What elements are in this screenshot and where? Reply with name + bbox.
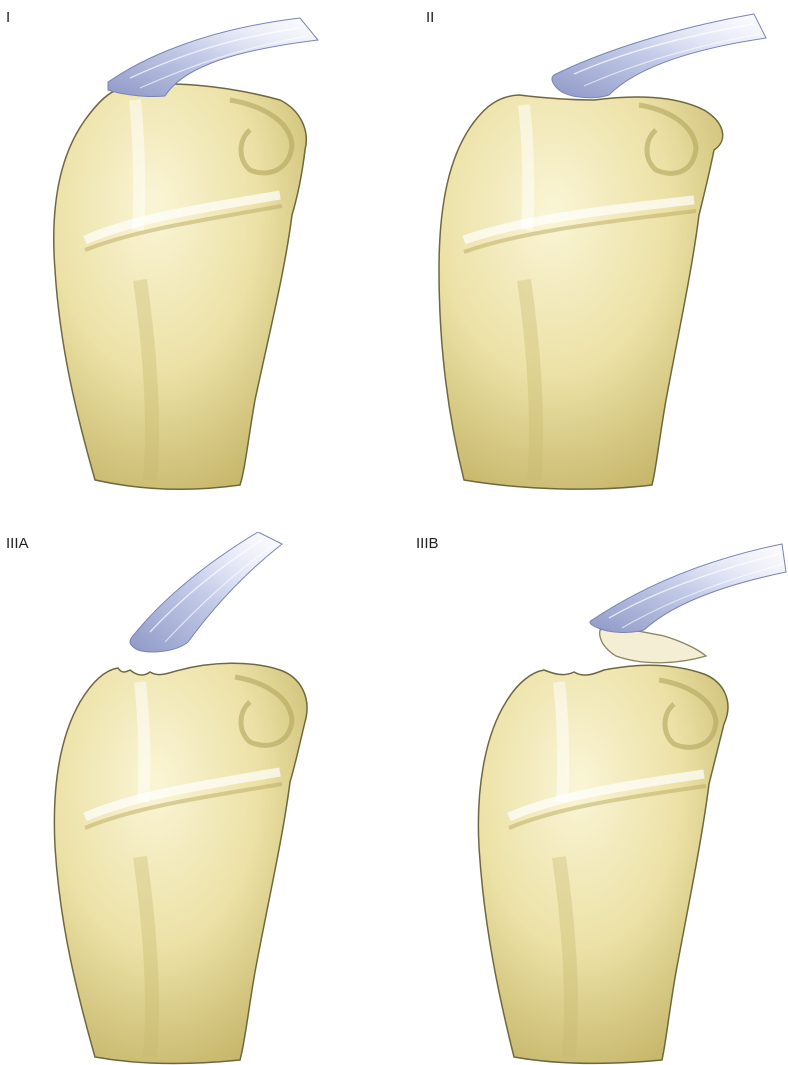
panel-illustration — [394, 532, 788, 1065]
ligament — [130, 532, 282, 652]
panel-type-iiib: IIIB — [394, 532, 788, 1064]
tibia-bone — [54, 84, 307, 489]
tibia-bone — [439, 95, 723, 489]
panel-type-iiia: IIIA — [0, 532, 394, 1064]
panel-illustration — [394, 0, 788, 532]
tibia-bone — [54, 663, 307, 1063]
bone-fragment — [600, 628, 706, 662]
panel-illustration — [0, 0, 394, 532]
ligament — [108, 18, 318, 97]
ligament — [552, 14, 766, 98]
panel-type-ii: II — [394, 0, 788, 532]
ligament — [590, 544, 786, 632]
panel-illustration — [0, 532, 394, 1065]
tibia-bone — [478, 665, 728, 1063]
panel-type-i: I — [0, 0, 394, 532]
